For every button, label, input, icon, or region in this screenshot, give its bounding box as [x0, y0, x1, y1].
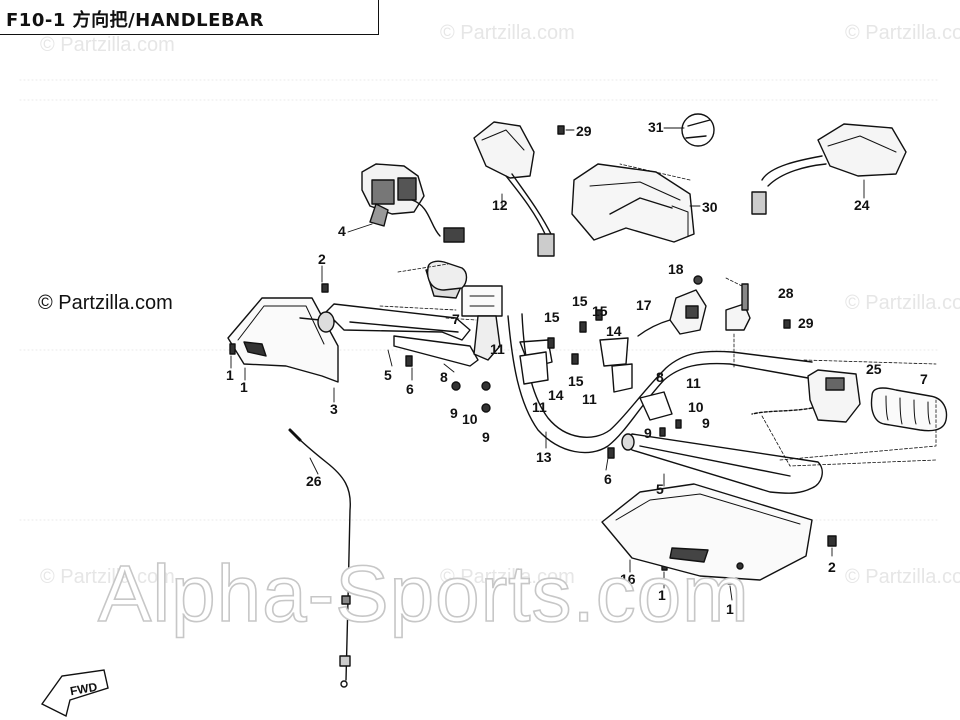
callout-1: 1	[240, 379, 248, 395]
watermark-top-left: © Partzilla.com	[40, 34, 175, 56]
diagram-title-box: F10-1 方向把/HANDLEBAR	[0, 0, 379, 35]
callout-2: 2	[828, 559, 836, 575]
handlebar-tube	[507, 313, 813, 454]
left-grip	[426, 260, 468, 291]
watermark-bottom-left: © Partzilla.com	[40, 566, 175, 588]
callout-18: 18	[668, 261, 684, 277]
round-cap	[681, 113, 715, 147]
callout-6: 6	[406, 381, 414, 397]
callout-16: 16	[620, 571, 636, 587]
callout-14: 14	[548, 387, 564, 403]
callout-15: 15	[592, 303, 608, 319]
left-mirror	[473, 121, 555, 257]
callout-10: 10	[462, 411, 478, 427]
callout-7: 7	[452, 311, 460, 327]
callout-11: 11	[490, 341, 505, 357]
watermark-top-right: © Partzilla.com	[845, 22, 960, 44]
callout-6: 6	[604, 471, 612, 487]
callout-11: 11	[582, 391, 597, 407]
callout-31: 31	[648, 119, 664, 135]
callout-25: 25	[866, 361, 882, 377]
throttle-housing	[361, 163, 465, 243]
callout-2: 2	[318, 251, 326, 267]
callout-9: 9	[450, 405, 458, 421]
watermark-bottom-right: © Partzilla.com	[845, 566, 960, 588]
right-hand-guard	[601, 483, 813, 581]
callout-13: 13	[536, 449, 552, 465]
callout-29: 29	[798, 315, 814, 331]
callout-5: 5	[656, 481, 664, 497]
callout-11: 11	[686, 375, 701, 391]
callout-7: 7	[920, 371, 928, 387]
right-switch-17	[637, 275, 707, 337]
clamp-28	[725, 283, 751, 331]
callout-5: 5	[384, 367, 392, 383]
callout-3: 3	[330, 401, 338, 417]
callout-labels: 1 1 1 1 2 2 3 4 5 5 6 6 7 7 8 8 9 9 9 9 …	[226, 119, 928, 617]
callout-1: 1	[726, 601, 734, 617]
left-guard-bracket	[317, 303, 479, 367]
right-guard-bracket	[621, 433, 823, 494]
callout-9: 9	[482, 429, 490, 445]
callout-30: 30	[702, 199, 718, 215]
diagram-title: F10-1 方向把/HANDLEBAR	[6, 10, 264, 31]
callout-15: 15	[568, 373, 584, 389]
fwd-arrow-badge: FWD	[40, 669, 109, 718]
watermark-bottom-center: © Partzilla.com	[440, 566, 575, 588]
callout-9: 9	[702, 415, 710, 431]
left-hand-guard	[227, 297, 341, 383]
callout-26: 26	[306, 473, 322, 489]
callout-14: 14	[606, 323, 622, 339]
bolts	[229, 125, 837, 585]
callout-8: 8	[440, 369, 448, 385]
callout-4: 4	[338, 223, 346, 239]
callout-11: 11	[532, 399, 547, 415]
callout-8: 8	[656, 369, 664, 385]
callout-1: 1	[226, 367, 234, 383]
dash-cover	[571, 163, 695, 243]
callout-9: 9	[644, 425, 652, 441]
fwd-label: FWD	[69, 680, 99, 699]
watermark-mid-right: © Partzilla.com	[845, 292, 960, 314]
partzilla-credit: © Partzilla.com	[38, 292, 173, 314]
callout-28: 28	[778, 285, 794, 301]
right-mirror	[751, 123, 907, 215]
callout-17: 17	[636, 297, 652, 313]
callout-29: 29	[576, 123, 592, 139]
right-switch-and-grip	[751, 369, 948, 432]
callout-1: 1	[658, 587, 666, 603]
lower-clamps	[519, 337, 673, 421]
callout-15: 15	[544, 309, 560, 325]
callout-12: 12	[492, 197, 508, 213]
callout-10: 10	[688, 399, 704, 415]
alpha-sports-watermark: Alpha-Sports.com	[97, 548, 750, 639]
callout-24: 24	[854, 197, 870, 213]
watermark-top-center: © Partzilla.com	[440, 22, 575, 44]
throttle-cable	[288, 428, 351, 688]
callout-15: 15	[572, 293, 588, 309]
